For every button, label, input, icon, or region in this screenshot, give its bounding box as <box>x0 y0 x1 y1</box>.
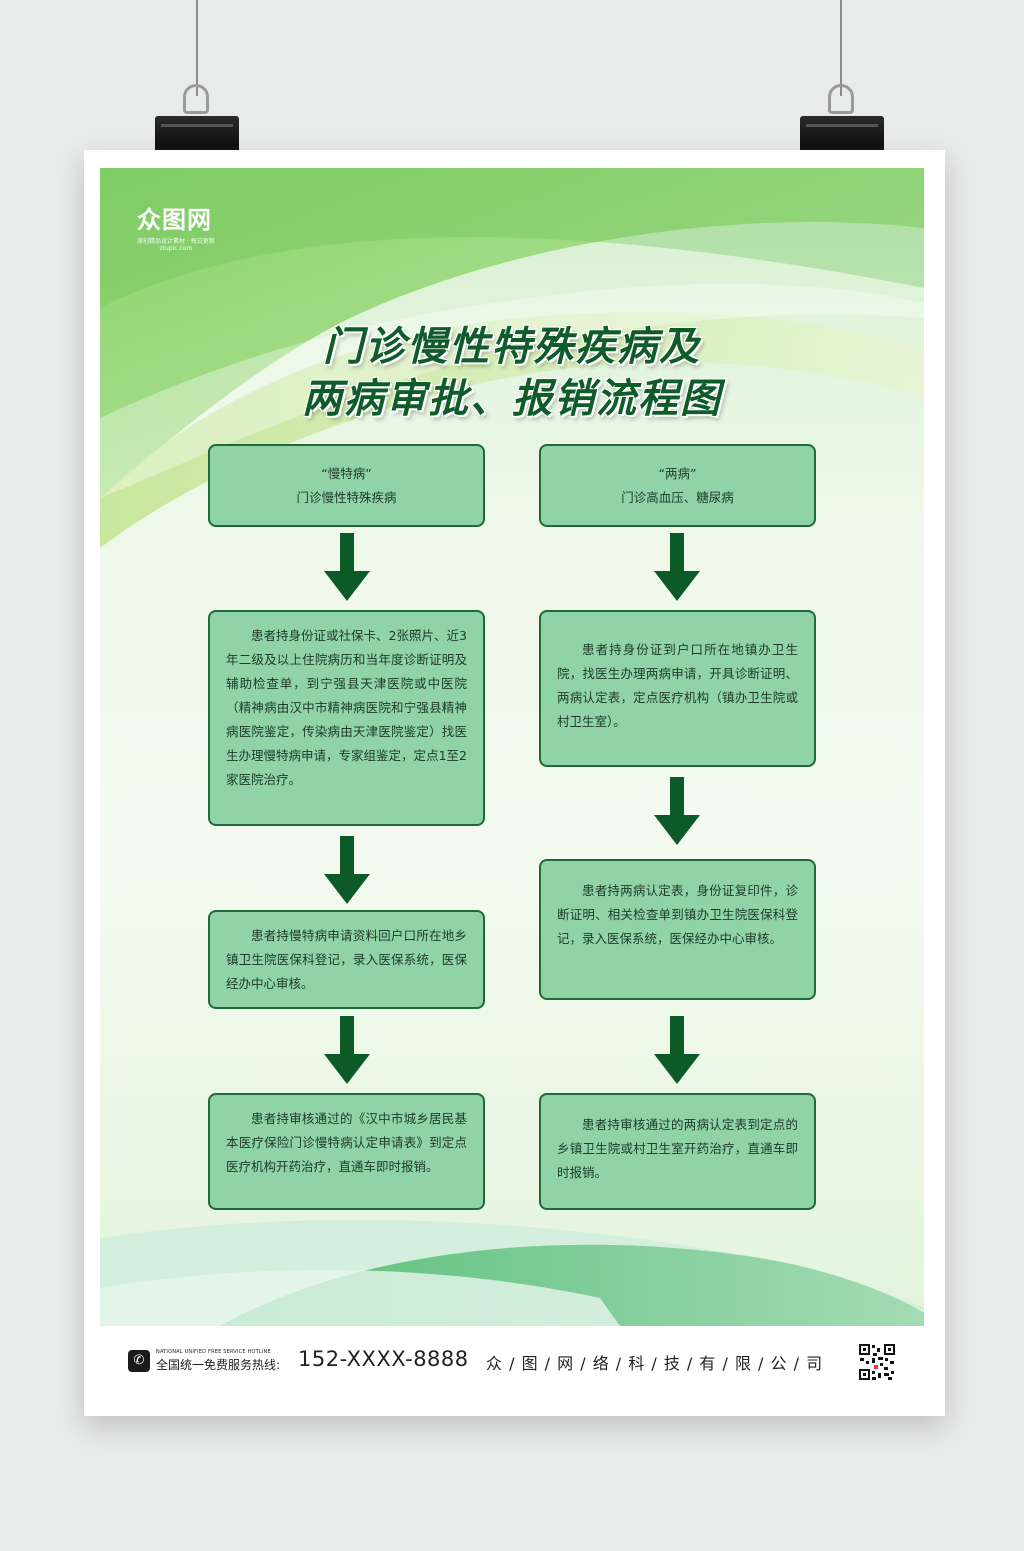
poster-footer <box>100 1326 924 1398</box>
qr-code-icon <box>858 1343 896 1381</box>
arrow-down-icon <box>654 533 700 603</box>
right-flow-step2: 患者持两病认定表，身份证复印件，诊断证明、相关检查单到镇办卫生院医保科登记，录入… <box>539 859 816 1000</box>
right-flow-step3: 患者持审核通过的两病认定表到定点的乡镇卫生院或村卫生室开药治疗，直通车即时报销。 <box>539 1093 816 1210</box>
arrow-down-icon <box>654 777 700 847</box>
hotline-english: NATIONAL UNIFIED FREE SERVICE HOTLINE <box>156 1349 271 1355</box>
left-flow-step1: 患者持身份证或社保卡、2张照片、近3年二级及以上住院病历和当年度诊断证明及辅助检… <box>208 610 485 826</box>
right-flow-header: “两病” 门诊高血压、糖尿病 <box>539 444 816 527</box>
arrow-down-icon <box>324 533 370 603</box>
logo-url: ztupic.com <box>159 245 193 252</box>
poster-title-line2: 两病审批、报销流程图 <box>302 376 722 422</box>
right-flow-step1: 患者持身份证到户口所在地镇办卫生院，找医生办理两病申请，开具诊断证明、两病认定表… <box>539 610 816 767</box>
hanging-wire-left <box>196 0 198 96</box>
background-waves <box>100 168 924 1326</box>
left-flow-header-title: “慢特病” <box>321 466 372 481</box>
left-flow-header-subtitle: 门诊慢性特殊疾病 <box>296 490 397 505</box>
left-flow-header: “慢特病” 门诊慢性特殊疾病 <box>208 444 485 527</box>
left-flow-step2-text: 患者持慢特病申请资料回户口所在地乡镇卫生院医保科登记，录入医保系统，医保经办中心… <box>226 928 467 991</box>
poster-title-line1: 门诊慢性特殊疾病及 <box>323 324 701 370</box>
right-flow-step1-text: 患者持身份证到户口所在地镇办卫生院，找医生办理两病申请，开具诊断证明、两病认定表… <box>557 642 798 729</box>
arrow-down-icon <box>324 1016 370 1086</box>
brand-logo: 众图网 原创精品设计素材 · 每日更新 ztupic.com <box>137 200 215 252</box>
logo-mark: 众图网 <box>137 206 212 234</box>
right-flow-step3-text: 患者持审核通过的两病认定表到定点的乡镇卫生院或村卫生室开药治疗，直通车即时报销。 <box>557 1117 798 1180</box>
left-flow-step3-text: 患者持审核通过的《汉中市城乡居民基本医疗保险门诊慢特病认定申请表》到定点医疗机构… <box>226 1111 467 1174</box>
logo-tagline: 原创精品设计素材 · 每日更新 <box>137 238 215 245</box>
arrow-down-icon <box>324 836 370 906</box>
right-flow-header-title: “两病” <box>658 466 697 481</box>
right-flow-step2-text: 患者持两病认定表，身份证复印件，诊断证明、相关检查单到镇办卫生院医保科登记，录入… <box>557 883 798 946</box>
right-flow-header-subtitle: 门诊高血压、糖尿病 <box>621 490 734 505</box>
hotline-number: 152-XXXX-8888 <box>298 1347 469 1371</box>
arrow-down-icon <box>654 1016 700 1086</box>
hotline-label: 全国统一免费服务热线: <box>156 1358 281 1372</box>
phone-icon: ✆ <box>128 1350 150 1372</box>
company-name: 众 / 图 / 网 / 络 / 科 / 技 / 有 / 限 / 公 / 司 <box>486 1354 824 1373</box>
left-flow-step2: 患者持慢特病申请资料回户口所在地乡镇卫生院医保科登记，录入医保系统，医保经办中心… <box>208 910 485 1009</box>
left-flow-step3: 患者持审核通过的《汉中市城乡居民基本医疗保险门诊慢特病认定申请表》到定点医疗机构… <box>208 1093 485 1210</box>
hanging-wire-right <box>840 0 842 96</box>
left-flow-step1-text: 患者持身份证或社保卡、2张照片、近3年二级及以上住院病历和当年度诊断证明及辅助检… <box>226 628 467 787</box>
